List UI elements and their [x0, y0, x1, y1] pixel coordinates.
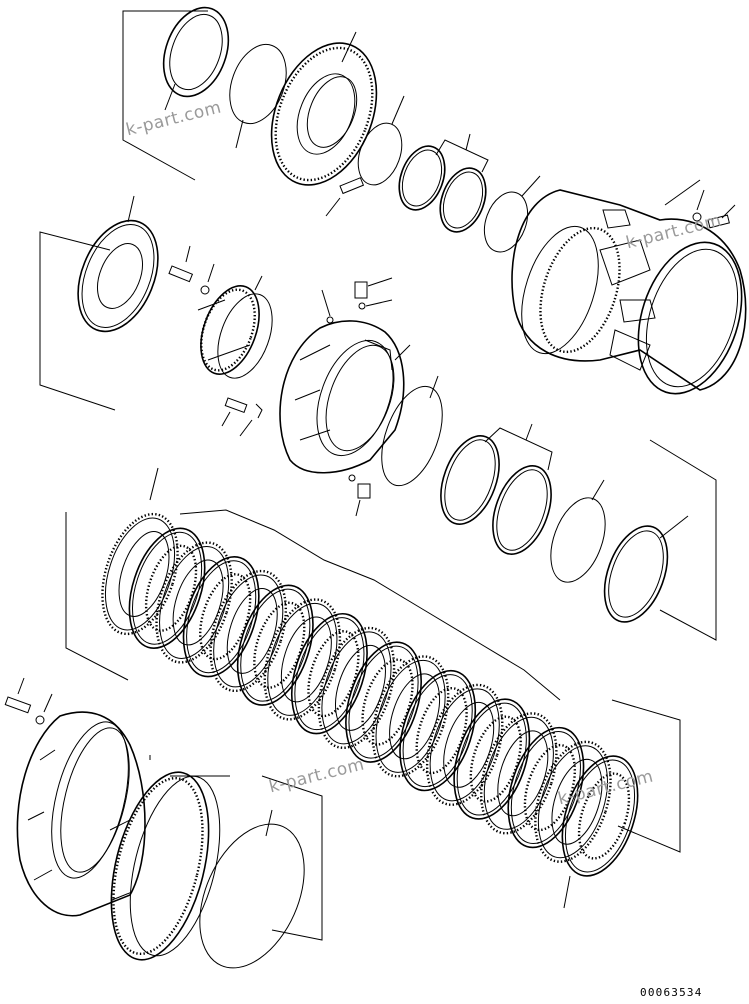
disc-rim [348, 645, 419, 759]
steel-plate [345, 641, 422, 763]
snap-ring-pair-middle [440, 423, 553, 555]
clutch-stack-bracket [65, 512, 129, 681]
friction-disc [480, 712, 558, 835]
disc-rim [402, 674, 473, 788]
diagram-code: 00063534 [640, 986, 703, 999]
disc-bore [415, 686, 468, 775]
disc-rim [213, 574, 284, 688]
disc-rim [186, 560, 257, 674]
disc-rim [429, 688, 500, 802]
snap-ring-pair-top [398, 133, 489, 233]
bottom-right-bracket [261, 775, 323, 941]
steel-plate [291, 612, 368, 735]
bolted-flange-plate [270, 31, 378, 217]
steel-plate [399, 669, 477, 792]
seal-ring-right [603, 515, 689, 623]
top-group-bracket [122, 10, 208, 181]
thrust-washer-plate [77, 195, 159, 333]
steel-plate [128, 527, 206, 649]
disc-rim [321, 631, 392, 745]
steel-plate [507, 726, 585, 849]
top-seal-ring [162, 6, 230, 111]
disc-bore [523, 743, 577, 832]
clutch-disc-stack [101, 512, 639, 877]
disc-rim [132, 531, 203, 645]
disc-rim [294, 617, 365, 731]
disc-bore [307, 630, 360, 718]
steel-plate [561, 755, 639, 877]
friction-disc [263, 598, 342, 721]
friction-disc [425, 683, 504, 806]
small-o-ring-1 [357, 95, 405, 186]
bottom-retainer-housing [16, 711, 146, 917]
disc-rim [159, 545, 230, 659]
disc-bore [469, 715, 522, 803]
friction-disc [209, 569, 288, 693]
friction-disc [371, 655, 450, 778]
clutch-stack-bracket-right [611, 699, 681, 853]
middle-left-bracket [39, 231, 116, 411]
spline-hub [197, 275, 273, 437]
disc-rim [510, 731, 581, 845]
disc-rim [375, 659, 446, 773]
friction-disc [317, 626, 396, 749]
middle-o-ring [381, 375, 443, 487]
disc-rim [240, 588, 311, 702]
small-o-ring-2 [483, 175, 541, 253]
disc-bore [144, 544, 198, 632]
bottom-bolt-and-washer [4, 677, 53, 725]
disc-rim [483, 716, 554, 830]
transmission-housing [511, 189, 747, 395]
steel-plate [453, 698, 531, 820]
end-disc-ring [563, 875, 571, 909]
disc-group-leader-top [179, 509, 561, 701]
top-o-ring [229, 43, 287, 149]
disc-bore [577, 772, 631, 860]
friction-disc [534, 740, 612, 863]
housing-bolt-and-washer [664, 179, 736, 229]
disc-rim [104, 517, 176, 631]
disc-rim [456, 702, 527, 816]
carrier-bolt-and-washer [168, 245, 215, 295]
disc-bore [253, 601, 306, 689]
steel-plate [236, 584, 314, 706]
steel-plate [182, 556, 260, 678]
piston-housing [279, 277, 411, 517]
disc-rim [267, 602, 338, 716]
friction-disc [155, 541, 233, 664]
hub-ring-toothed [109, 771, 230, 961]
small-o-ring-3 [550, 479, 606, 583]
friction-disc [101, 512, 179, 636]
disc-rim [537, 745, 608, 859]
disc-rim [564, 759, 636, 873]
disc-bore [361, 658, 414, 746]
disc-bore [199, 573, 252, 661]
middle-right-bracket [649, 439, 717, 641]
bottom-o-ring [199, 809, 305, 969]
